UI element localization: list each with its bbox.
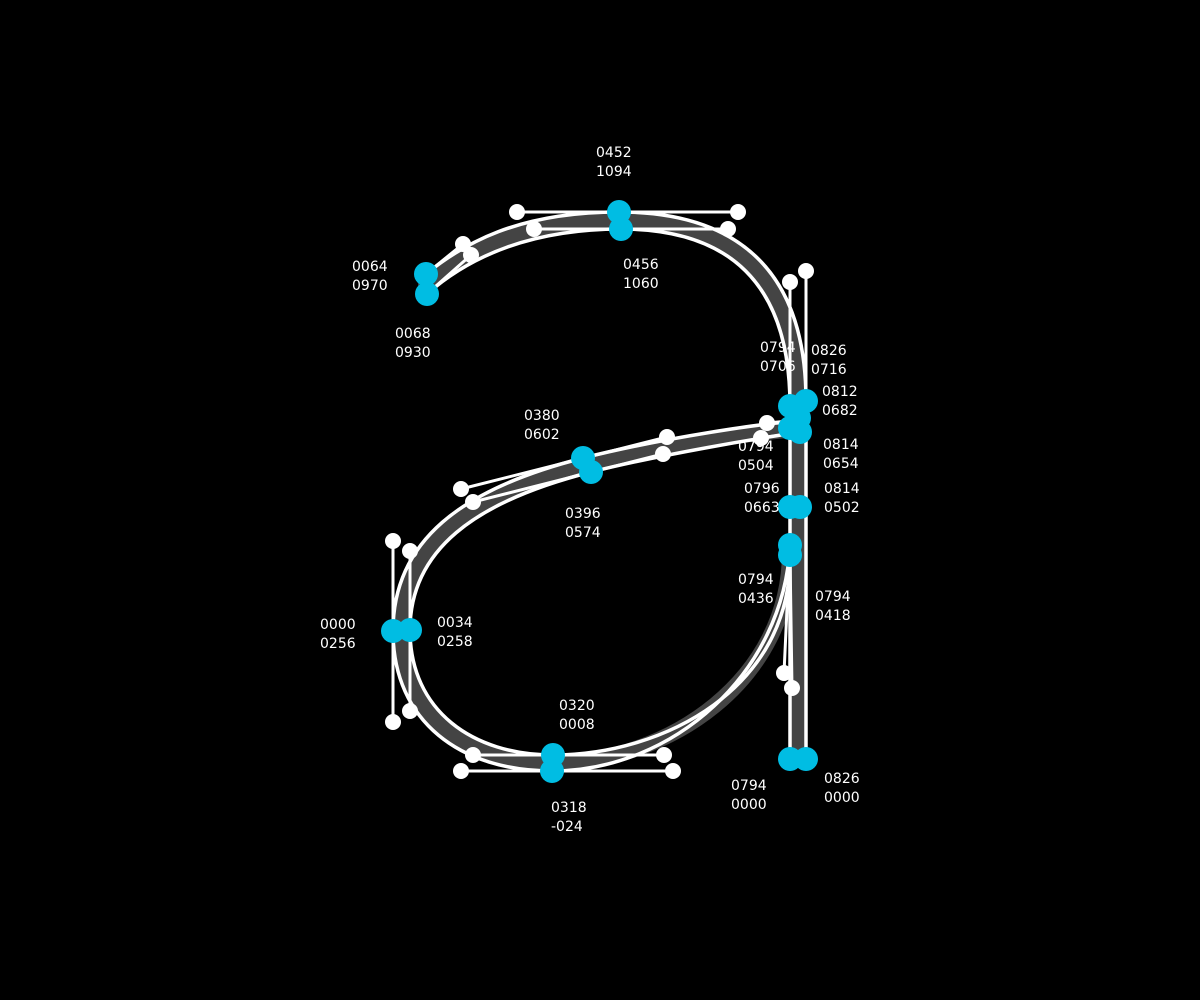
point-label: 0796 0663 [744, 481, 780, 516]
point-label: 0812 0682 [822, 384, 858, 419]
point-label: 0794 0504 [738, 439, 774, 474]
point-label: 0794 0000 [731, 778, 767, 813]
point-label: 0318 -024 [551, 800, 587, 835]
point-label: 0794 0436 [738, 572, 774, 607]
point-label: 0452 1094 [596, 145, 632, 180]
point-label: 0826 0716 [811, 343, 847, 378]
off-curve-handles [385, 204, 814, 779]
point-label: 0068 0930 [395, 326, 431, 361]
point-label: 0794 0418 [815, 589, 851, 624]
point-label: 0380 0602 [524, 408, 560, 443]
point-label: 0794 0706 [760, 340, 796, 375]
on-curve-points [381, 200, 818, 783]
point-label: 0000 0256 [320, 617, 356, 652]
point-label: 0396 0574 [565, 506, 601, 541]
point-label: 0034 0258 [437, 615, 473, 650]
top-arc-fill [418, 212, 806, 412]
point-label: 0814 0654 [823, 437, 859, 472]
point-label: 0456 1060 [623, 257, 659, 292]
point-label: 0814 0502 [824, 481, 860, 516]
point-label: 0064 0970 [352, 259, 388, 294]
point-label: 0320 0008 [559, 698, 595, 733]
point-label: 0826 0000 [824, 771, 860, 806]
